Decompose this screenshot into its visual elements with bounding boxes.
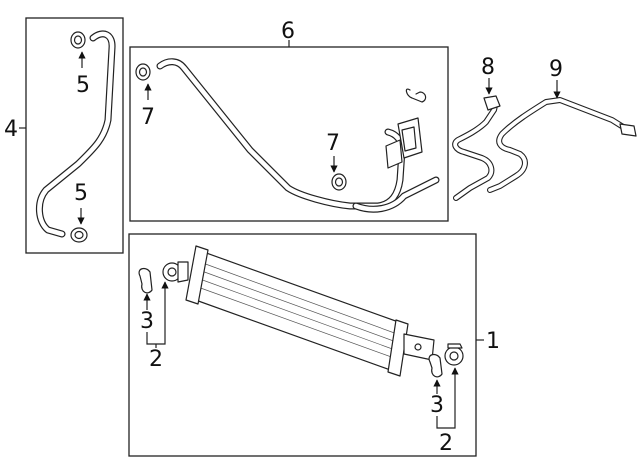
callout-7-left: 7: [141, 105, 155, 130]
callout-9: 9: [549, 57, 563, 82]
o-ring-bottom: [70, 227, 88, 243]
callout-1: 1: [486, 329, 500, 354]
callout-6: 6: [281, 19, 295, 44]
o-ring-left: [135, 63, 151, 81]
o-ring-top: [70, 31, 86, 49]
callout-4: 4: [4, 117, 18, 142]
fitting-left: [162, 261, 189, 283]
cooler-line: [156, 58, 440, 213]
callout-5-top: 5: [76, 73, 90, 98]
cooler-panel-frame: [128, 233, 477, 457]
callout-3-right: 3: [430, 393, 444, 418]
clip: [405, 88, 427, 103]
cooler-panel: 1 3: [128, 233, 500, 457]
hose-panel: 5 5 4: [4, 17, 124, 254]
callout-8: 8: [481, 55, 495, 80]
hose-panel-frame: [25, 17, 124, 254]
callout-3-left: 3: [140, 309, 154, 334]
fitting-right: [444, 343, 464, 366]
clip-right: [428, 353, 443, 378]
callout-5-bottom: 5: [74, 181, 88, 206]
line-panel: 6 7 7: [129, 19, 449, 222]
leader-2-right: [436, 367, 459, 429]
line-bracket: [385, 117, 423, 169]
line-9: 9: [487, 57, 637, 193]
oil-cooler: [185, 245, 409, 377]
callout-2-left: 2: [149, 347, 163, 372]
clip-left: [138, 267, 153, 294]
callout-2-right: 2: [439, 431, 453, 456]
line-8: 8: [452, 55, 501, 201]
o-ring-center: [331, 173, 347, 191]
hose: [36, 30, 116, 238]
callout-7-center: 7: [326, 131, 340, 156]
